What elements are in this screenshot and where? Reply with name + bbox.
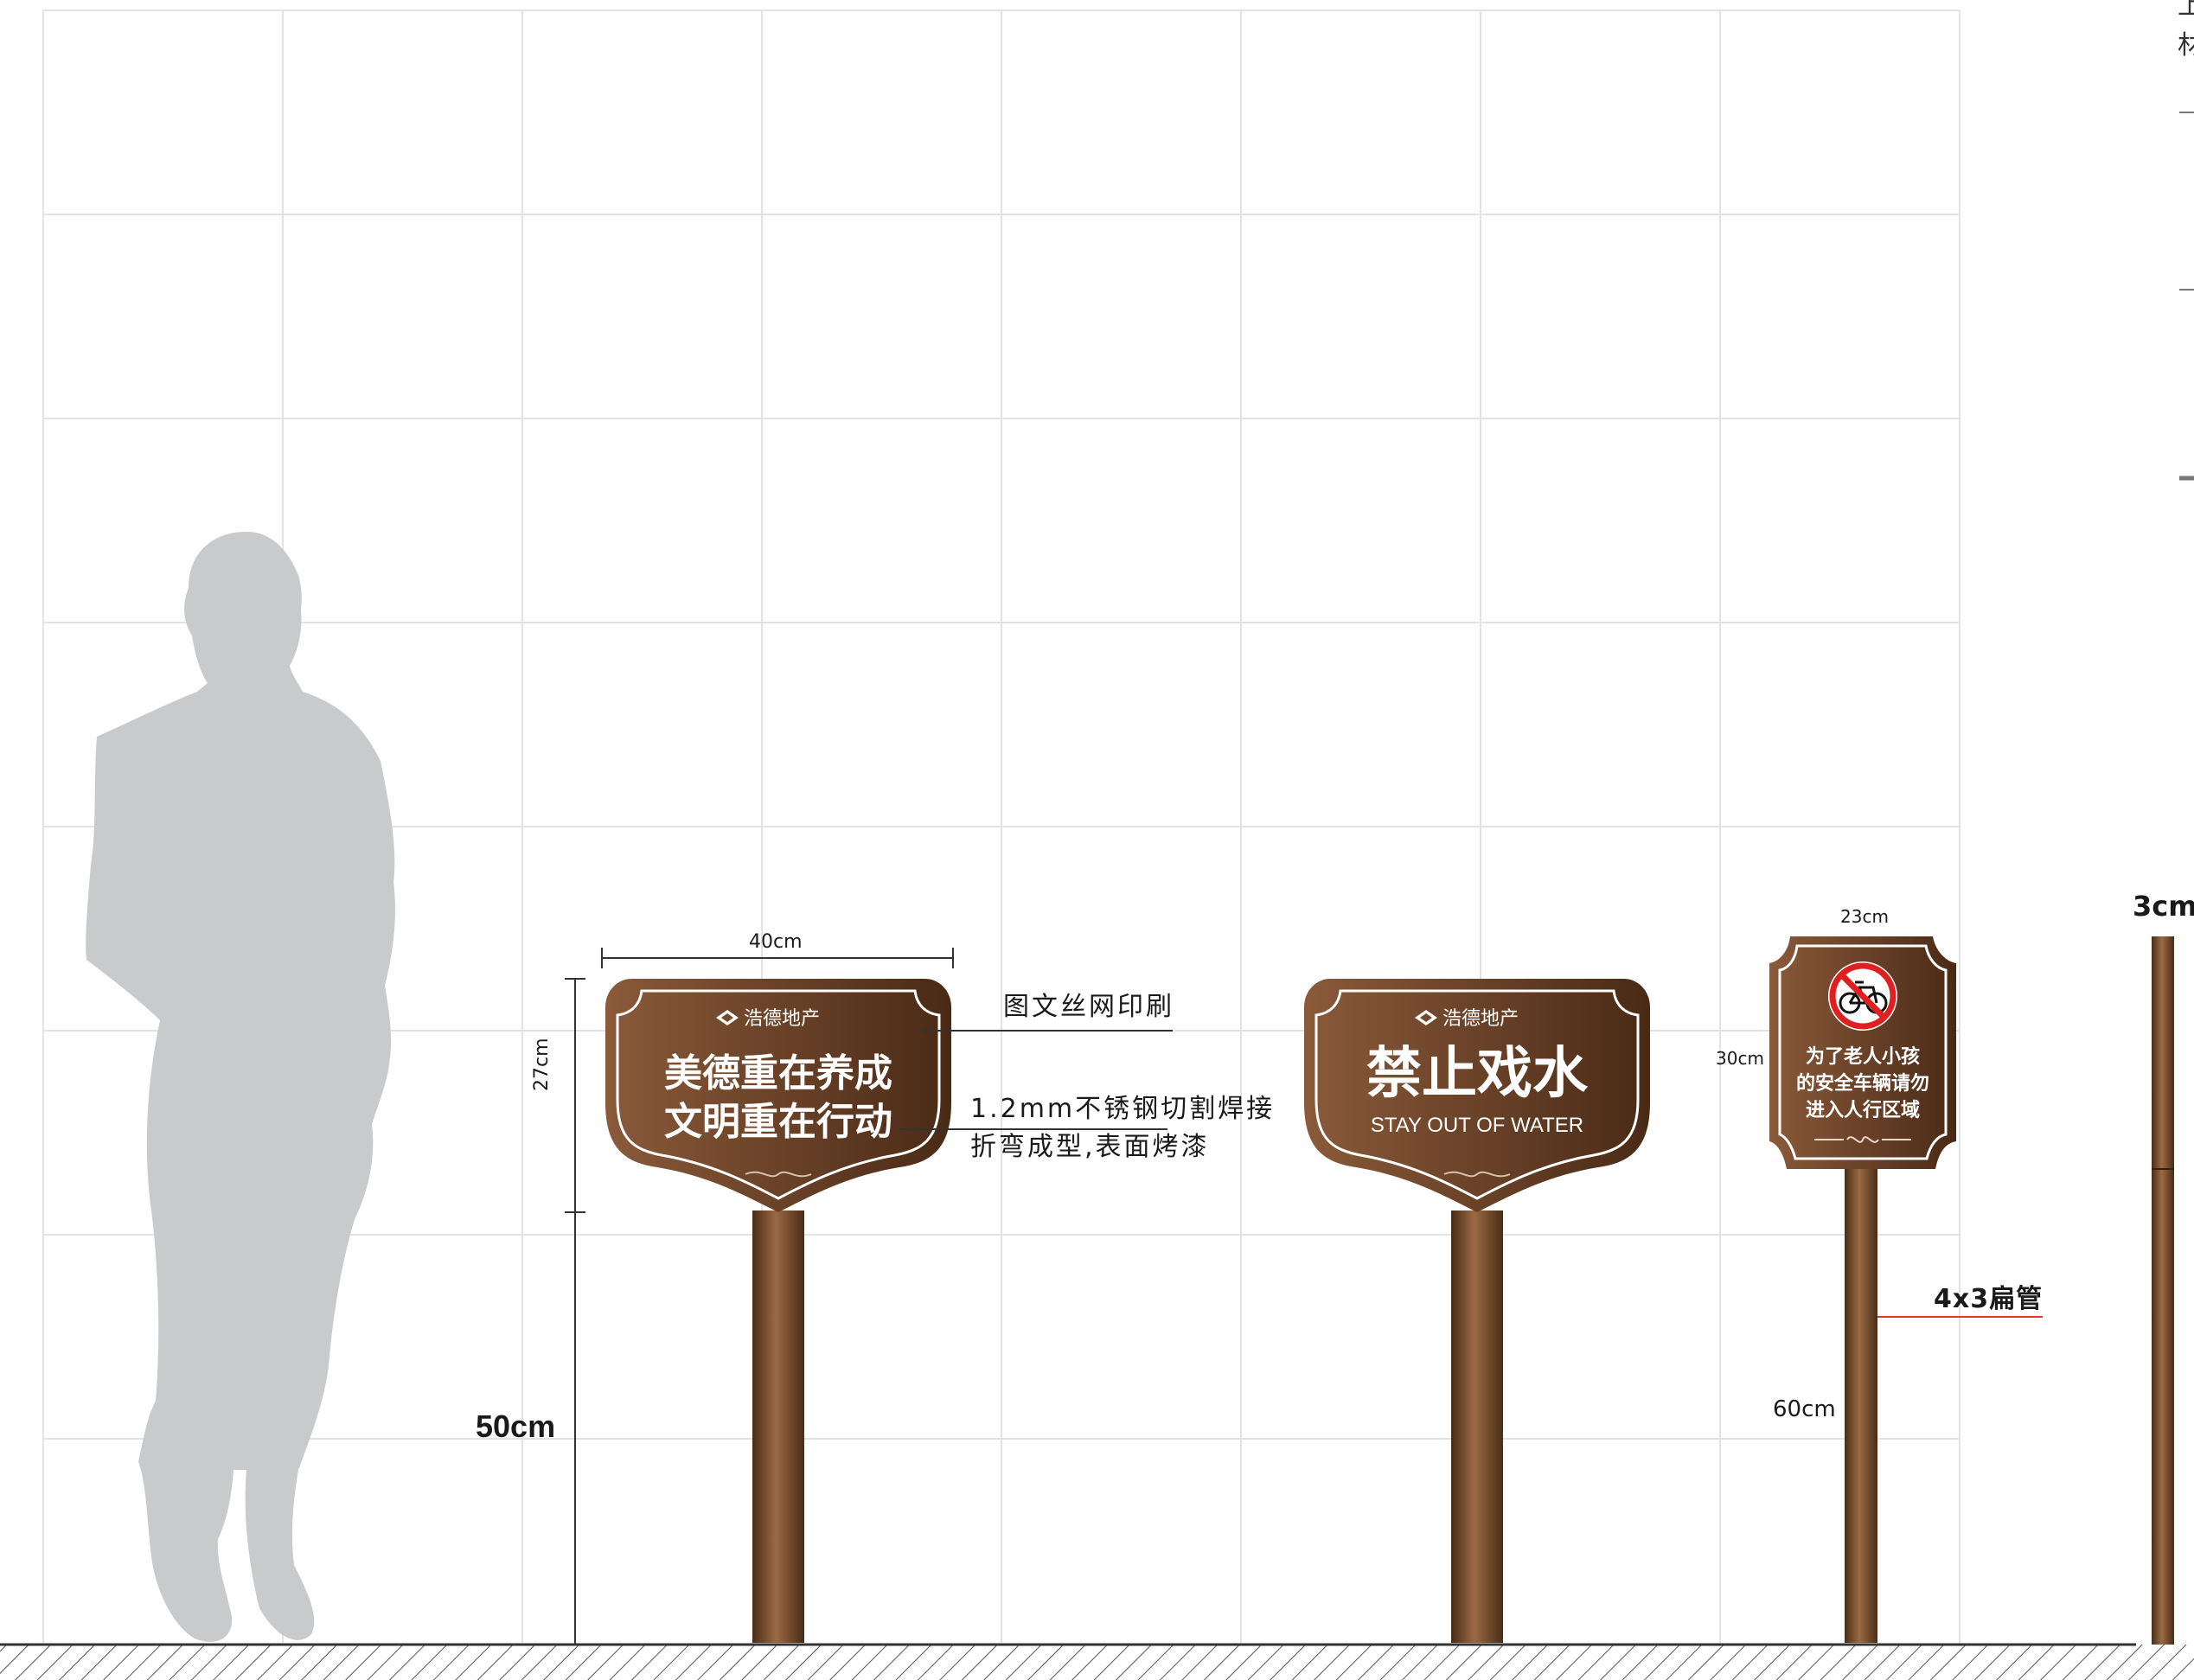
brand-name: 浩德地产: [1442, 1008, 1519, 1030]
edge-char-2: 材: [2178, 30, 2194, 61]
sign-2-panel: [1304, 979, 1650, 1212]
brand-logo-icon: [1413, 1008, 1439, 1027]
sign-3-border: [1778, 944, 1948, 1160]
sign-3-panel: [1769, 936, 1956, 1169]
sign-2-subtitle: STAY OUT OF WATER: [1370, 1114, 1584, 1137]
sign-2-border: [1314, 989, 1640, 1200]
ground-hatch: [0, 1645, 2194, 1680]
sign-3-line-2: 的安全车辆请勿: [1795, 1073, 1929, 1095]
sign-3-line-1: 为了老人小孩: [1805, 1046, 1920, 1068]
sign-2: [1304, 979, 1650, 1643]
printing-note: 图文丝网印刷: [1003, 992, 1174, 1022]
dimension-lines: [565, 948, 954, 1645]
leader-lines: [899, 1030, 2043, 1318]
ornament-icon: [745, 1171, 812, 1178]
sign-width-label: 40cm: [749, 931, 803, 953]
small-width-label: 23cm: [1840, 906, 1889, 927]
no-bicycle-icon: [1828, 961, 1897, 1031]
human-silhouette: [86, 532, 395, 1642]
tube-note: 4x3扁管: [1934, 1284, 2044, 1314]
sign-2-title: 禁止戏水: [1366, 1041, 1588, 1106]
sign-1-panel: [605, 979, 951, 1212]
sign-3-post: [1845, 1167, 1877, 1643]
material-note-line-1: 1.2mm不锈钢切割焊接: [970, 1094, 1276, 1124]
sign-1-border: [616, 989, 941, 1200]
sign-1-post: [752, 1210, 804, 1643]
pole-width-label: 3cm: [2133, 890, 2194, 923]
sign-height-label: 27cm: [531, 1038, 553, 1091]
sign-1-line-1: 美德重在养成: [664, 1051, 892, 1096]
edge-char-1: 上: [2178, 0, 2194, 21]
ornament-icon: [1814, 1136, 1911, 1143]
post-height-label: 50cm: [476, 1409, 556, 1444]
brand-logo-icon: [714, 1008, 740, 1027]
pole-detail: [2152, 936, 2174, 1645]
small-height-label: 30cm: [1716, 1048, 1764, 1069]
sign-2-post: [1451, 1210, 1503, 1643]
background-grid: [42, 10, 1961, 1643]
ornament-icon: [1443, 1171, 1511, 1178]
sign-1: [605, 979, 951, 1643]
sign-3: [1769, 936, 1956, 1643]
edge-ticks: [2179, 112, 2194, 481]
sign-2-brand: 浩德地产: [1413, 1008, 1519, 1029]
brand-name: 浩德地产: [744, 1008, 821, 1030]
sign-3-line-3: 进入人行区域: [1805, 1100, 1920, 1121]
sign-1-line-2: 文明重在行动: [664, 1100, 892, 1144]
material-note-line-2: 折弯成型,表面烤漆: [970, 1132, 1210, 1162]
small-post-label: 60cm: [1773, 1396, 1836, 1422]
sign-1-brand: 浩德地产: [714, 1008, 820, 1029]
